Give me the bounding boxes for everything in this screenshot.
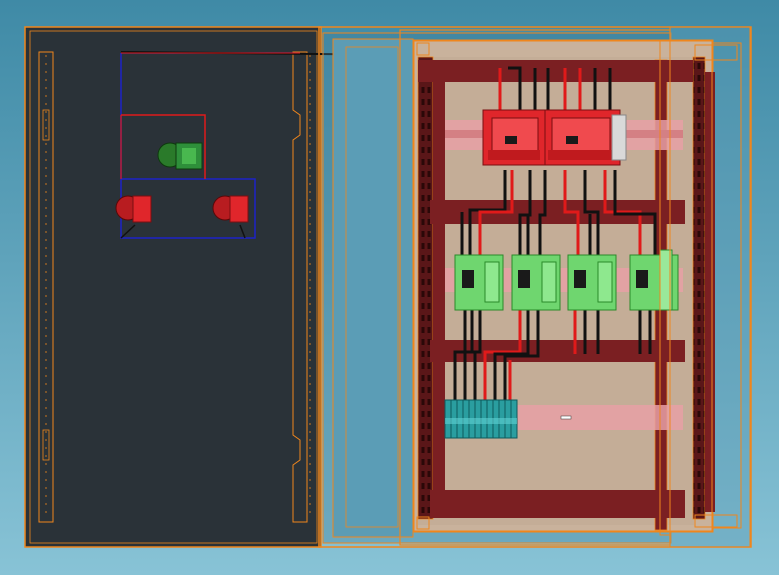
selection-outlines [413,39,738,536]
contactor-3[interactable] [567,254,617,311]
vertical-rails [417,56,715,531]
contactor-4[interactable] [629,249,679,311]
contactor-1[interactable] [454,254,504,311]
breaker-2[interactable] [544,109,627,166]
cabinet-door[interactable] [24,26,322,548]
pilot-light-red-2[interactable] [212,195,249,223]
terminal-block[interactable] [444,399,518,439]
door-device-wiring [120,51,421,239]
pilot-light-red[interactable] [115,195,152,223]
contactor-2[interactable] [511,254,561,311]
pilot-light-green[interactable] [157,142,203,170]
rail-marker [560,415,572,420]
breaker-1[interactable] [482,109,546,166]
panel-wiring [453,66,657,400]
